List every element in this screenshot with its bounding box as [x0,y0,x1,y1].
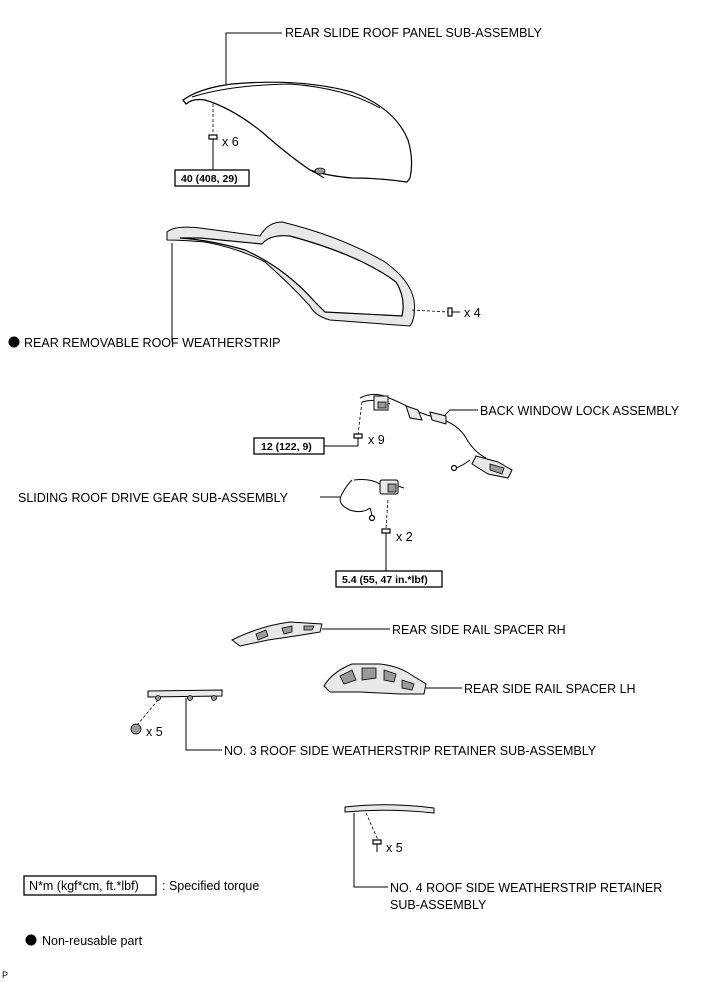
label-back-window-lock: BACK WINDOW LOCK ASSEMBLY [480,404,680,418]
torque-drive-gear: 5.4 (55, 47 in.*lbf) [342,574,428,586]
label-rear-removable-roof-weatherstrip: REAR REMOVABLE ROOF WEATHERSTRIP [24,336,281,350]
label-rear-side-rail-spacer-rh: REAR SIDE RAIL SPACER RH [392,623,566,637]
label-no3-retainer: NO. 3 ROOF SIDE WEATHERSTRIP RETAINER SU… [224,744,597,758]
torque-box-panel [174,169,250,187]
sliding-roof-drive-gear [339,479,405,522]
rear-side-rail-spacer-lh [323,663,427,695]
bolt-icon [381,528,391,544]
bolt-icon [208,134,218,148]
legend-torque-desc: : Specified torque [162,879,259,893]
torque-panel: 40 (408, 29) [181,173,238,185]
clip-icon [372,839,382,852]
no4-roof-side-weatherstrip-retainer [344,804,435,814]
legend-non-reusable: Non-reusable part [42,934,143,948]
label-rear-slide-roof-panel: REAR SLIDE ROOF PANEL SUB-ASSEMBLY [285,26,542,40]
clip-icon [130,723,142,735]
bolt-icon [353,433,363,446]
qty-no3-clips: x 5 [146,725,163,739]
legend-torque-unit: N*m (kgf*cm, ft.*lbf) [29,879,139,893]
label-rear-side-rail-spacer-lh: REAR SIDE RAIL SPACER LH [464,682,636,696]
legend-torque-box [23,875,157,896]
label-no4-retainer-line1: NO. 4 ROOF SIDE WEATHERSTRIP RETAINER [390,881,662,895]
no3-roof-side-weatherstrip-retainer [147,689,223,701]
non-reusable-icon [8,336,20,348]
rear-slide-roof-panel [182,81,413,183]
back-window-lock-assembly [359,393,513,479]
qty-no4-clips: x 5 [386,841,403,855]
qty-lock-bolts: x 9 [368,433,385,447]
qty-drive-gear-bolts: x 2 [396,530,413,544]
rear-removable-roof-weatherstrip [166,221,415,327]
corner-mark: P [2,970,8,980]
leader-rear-slide-roof-panel [225,32,282,84]
torque-lock: 12 (122, 9) [261,441,312,453]
qty-weatherstrip-screws: x 4 [464,306,481,320]
qty-panel-bolts: x 6 [222,135,239,149]
rear-side-rail-spacer-rh [231,621,323,647]
torque-box-drive-gear [335,570,443,588]
non-reusable-icon [25,934,37,946]
screw-icon [447,307,460,317]
label-sliding-roof-drive-gear: SLIDING ROOF DRIVE GEAR SUB-ASSEMBLY [18,491,289,505]
label-no4-retainer-line2: SUB-ASSEMBLY [390,898,487,912]
